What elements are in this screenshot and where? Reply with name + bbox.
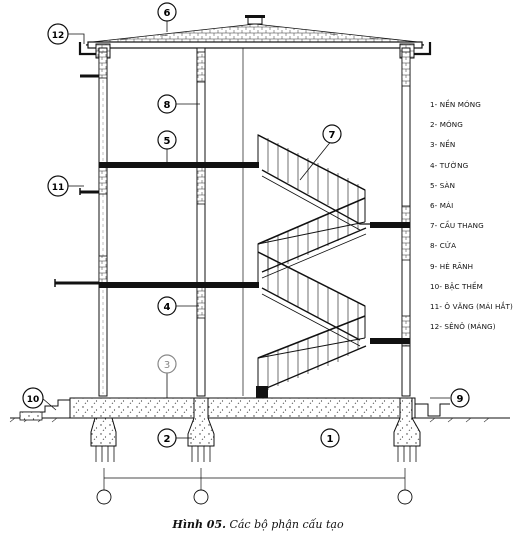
caption-text: Các bộ phận cấu tạo	[225, 518, 344, 531]
callout-12: 12	[47, 23, 69, 45]
legend-item-10: 10- BẬC THỀM	[430, 281, 483, 291]
legend-item-4: 4- TƯỜNG	[430, 160, 469, 170]
callout-4-label: 4	[164, 302, 171, 313]
callout-8: 8	[157, 94, 177, 114]
callout-8-label: 8	[164, 100, 171, 111]
callout-9: 9	[450, 388, 470, 408]
callout-3-label: 3	[164, 360, 170, 371]
legend-item-6: 6- MÁI	[430, 200, 454, 210]
callout-5: 5	[157, 130, 177, 150]
legend-item-2: 2- MÓNG	[430, 120, 463, 130]
callout-5-label: 5	[164, 136, 171, 147]
callout-7-label: 7	[329, 130, 336, 141]
callout-11-label: 11	[52, 183, 65, 193]
callout-2: 2	[157, 428, 177, 448]
stairs	[256, 134, 372, 398]
callout-12-label: 12	[52, 31, 65, 41]
legend-item-5: 5- SÀN	[430, 180, 456, 190]
callout-9-label: 9	[457, 394, 464, 405]
legend-item-12: 12- SÊNÔ (MÁNG)	[430, 322, 496, 332]
legend: 1- NỀN MÓNG 2- MÓNG 3- NỀN 4- TƯỜNG 5- S…	[430, 100, 514, 342]
legend-item-7: 7- CẦU THANG	[430, 221, 484, 231]
legend-item-8: 8- CỬA	[430, 241, 457, 251]
legend-item-9: 9- HÈ RÃNH	[430, 261, 474, 271]
grid-axes	[96, 468, 413, 505]
legend-item-3: 3- NỀN	[430, 140, 456, 150]
callout-10: 10	[22, 387, 44, 409]
roof	[85, 15, 425, 49]
callout-2-label: 2	[164, 434, 171, 445]
callout-6-label: 6	[164, 8, 171, 19]
callout-1-label: 1	[327, 434, 334, 445]
figure-caption: Hình 05. Các bộ phận cấu tạo	[0, 518, 516, 531]
legend-item-11: 11- Ô VĂNG (MÁI HẮT)	[430, 301, 513, 311]
floor-slabs	[54, 74, 410, 344]
ground-and-foundation	[9, 397, 510, 462]
callout-7: 7	[322, 124, 342, 144]
callout-1: 1	[320, 428, 340, 448]
callout-6: 6	[157, 2, 177, 22]
callout-4: 4	[157, 296, 177, 316]
caption-label: Hình 05.	[172, 518, 226, 531]
callout-11: 11	[47, 175, 69, 197]
callout-3: 3	[157, 354, 177, 374]
legend-item-1: 1- NỀN MÓNG	[430, 100, 481, 109]
callout-10-label: 10	[27, 395, 40, 405]
